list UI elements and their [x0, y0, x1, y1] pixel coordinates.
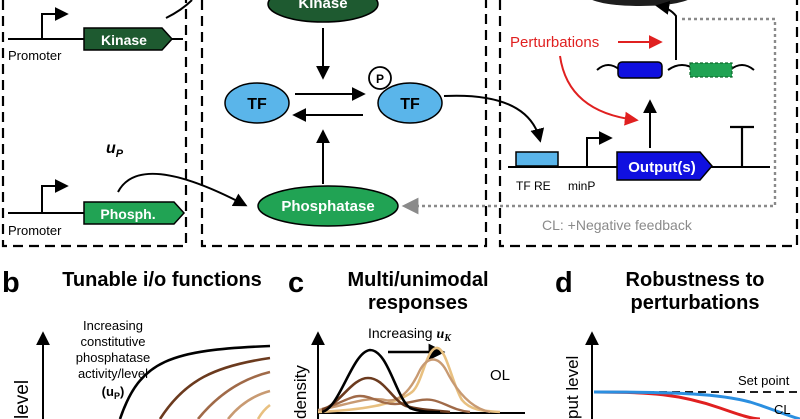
note-line-3: phosphatase — [76, 350, 150, 365]
ol-response-curve — [593, 390, 761, 419]
panel-d-title-1: Robustness to — [626, 269, 765, 291]
promoter-label: Promoter — [8, 223, 62, 238]
io-curve-mid-brown — [196, 370, 271, 419]
kinase-node — [267, 0, 379, 23]
terminator — [730, 125, 754, 167]
panel-a-boxes — [1, 0, 799, 248]
note-line-4: activity/level — [78, 366, 148, 381]
io-curve-light-brown — [226, 389, 271, 419]
panel-b-title: Tunable i/o functions — [62, 269, 262, 291]
panel-b-note: Increasing constitutive phosphatase acti… — [76, 318, 150, 401]
tf-re-label: TF RE — [516, 179, 551, 193]
promoter-arrow — [41, 7, 69, 39]
kinase-gene-box — [83, 27, 174, 51]
panel-b: b Tunable i/o functions level Increasing… — [2, 267, 271, 419]
output-circuit: Perturbations Output(s) TF RE minP CL: +… — [401, 0, 777, 233]
output-gene-box — [616, 151, 713, 181]
kinase-output-curve — [165, 0, 193, 19]
tf-node-label: TF — [247, 96, 267, 113]
feedback-label: CL: +Negative feedback — [542, 217, 693, 233]
promoter-label: Promoter — [8, 48, 62, 63]
note-line-1: Increasing — [83, 318, 143, 333]
cl-label: CL — [774, 402, 791, 417]
output-translation-arrow — [655, 0, 677, 60]
box-genes — [1, 0, 188, 248]
panel-b-ylabel: level — [12, 380, 33, 419]
perturbations-label: Perturbations — [510, 34, 599, 51]
dist-light-brown — [317, 358, 491, 414]
panel-c: c Multi/unimodal responses density Incre… — [288, 267, 525, 419]
tf-node — [224, 82, 290, 124]
input-up-label: uP — [106, 140, 124, 160]
note-line-5: (uP) — [102, 384, 125, 401]
io-curve-beige — [256, 403, 271, 419]
min-p-label: minP — [568, 179, 595, 193]
dist-black — [321, 348, 441, 414]
kinase-node-label: Kinase — [298, 0, 347, 12]
panel-c-ylabel: density — [291, 365, 310, 419]
note-line-2: constitutive — [80, 334, 145, 349]
panel-d: d Robustness to perturbations put level … — [555, 267, 800, 419]
io-curve-dark-brown — [158, 356, 271, 419]
kinase-gene-label: Kinase — [101, 32, 147, 48]
output-gene-label: Output(s) — [628, 159, 695, 176]
phosph-gene-label: Phosph. — [100, 206, 155, 222]
panel-c-letter: c — [288, 267, 304, 299]
gene-kinase-construct: Kinase Promoter — [8, 7, 183, 63]
panel-c-annotation: Increasing uK — [368, 325, 452, 344]
mrna-tag — [689, 62, 733, 78]
panel-b-letter: b — [2, 267, 20, 299]
signaling-cycle: Kinase TF TF P Phosphatase — [224, 0, 545, 227]
dist-dark-brown — [321, 376, 451, 414]
cl-response-curve — [593, 390, 800, 419]
tf-response-element — [515, 151, 559, 167]
tf-phosphorylated-label: TF — [400, 96, 420, 113]
phosphatase-node — [257, 185, 399, 227]
phospho-group-label: P — [376, 72, 384, 86]
panel-c-title-2: responses — [368, 292, 468, 314]
dist-mid-brown — [321, 394, 471, 414]
set-point-label: Set point — [738, 373, 790, 388]
negative-feedback-path — [401, 17, 777, 215]
min-promoter-arrow — [586, 131, 613, 167]
io-curve-black — [118, 344, 271, 419]
panel-c-ol-label: OL — [490, 367, 510, 384]
output-protein-node — [592, 0, 688, 6]
promoter-arrow — [41, 179, 69, 213]
box-signaling — [200, 0, 488, 248]
tf-phosphorylated-node — [377, 82, 443, 124]
phosph-gene-box — [83, 201, 186, 225]
panel-c-title-1: Multi/unimodal — [347, 269, 488, 291]
gene-phosphatase-construct: Phosph. Promoter uP — [8, 140, 186, 238]
phospho-group — [368, 66, 392, 90]
box-output — [498, 0, 799, 248]
panel-d-title-2: perturbations — [631, 292, 760, 314]
phosphatase-expression-arrow — [117, 172, 248, 207]
tf-to-output-arrow — [443, 94, 545, 143]
panel-d-letter: d — [555, 267, 573, 299]
perturbation-arrow-bottom — [559, 55, 639, 126]
phosphatase-node-label: Phosphatase — [281, 198, 374, 215]
mrna-output-coding — [617, 61, 663, 79]
panel-d-ylabel: put level — [563, 356, 582, 419]
